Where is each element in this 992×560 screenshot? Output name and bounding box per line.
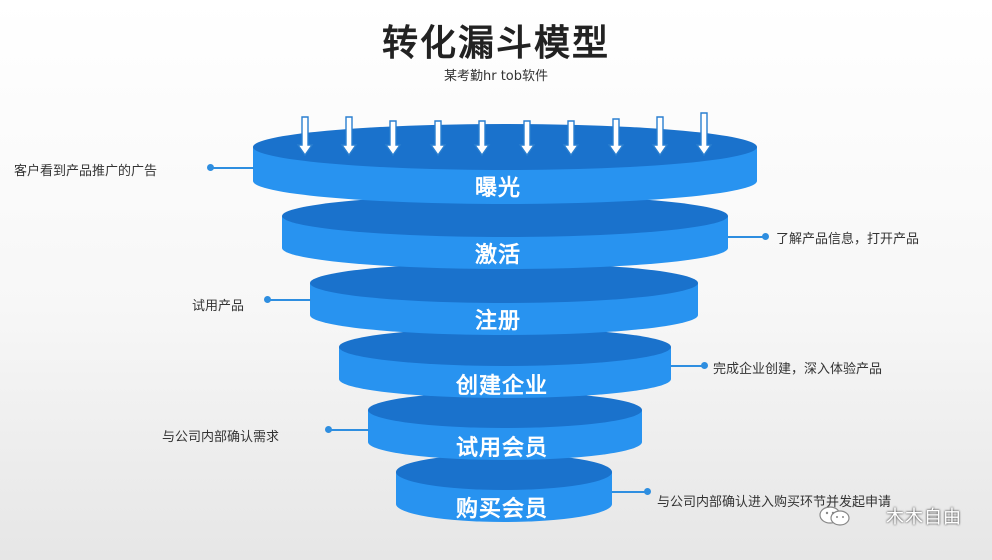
down-arrow-icon xyxy=(518,120,536,157)
down-arrow-icon xyxy=(429,120,447,157)
funnel-disk-1 xyxy=(253,124,757,204)
funnel-disk-2 xyxy=(282,195,728,269)
stage-label-2: 激活 xyxy=(474,243,521,268)
stage-label-1: 曝光 xyxy=(474,176,521,201)
annotation-stage-2: 了解产品信息，打开产品 xyxy=(776,232,920,247)
annotation-stage-1: 客户看到产品推广的广告 xyxy=(14,164,158,179)
annotation-stage-5: 与公司内部确认需求 xyxy=(162,430,280,445)
diagram-title: 转化漏斗模型 xyxy=(381,23,610,64)
funnel-disk-3 xyxy=(310,263,698,335)
down-arrow-icon xyxy=(651,116,669,157)
stage-label-3: 注册 xyxy=(474,309,521,334)
annotation-stage-4: 完成企业创建，深入体验产品 xyxy=(713,362,883,377)
connector-dot xyxy=(644,488,651,495)
diagram-subtitle: 某考勤hr tob软件 xyxy=(443,69,549,84)
down-arrow-icon xyxy=(296,116,314,157)
connector-line xyxy=(671,365,703,367)
annotation-stage-3: 试用产品 xyxy=(192,299,245,314)
connector-line xyxy=(728,236,764,238)
stage-label-4: 创建企业 xyxy=(455,374,548,399)
down-arrow-icon xyxy=(607,118,625,157)
stage-label-6: 购买会员 xyxy=(455,497,548,522)
down-arrow-icon xyxy=(473,120,491,157)
down-arrow-icon xyxy=(695,112,713,157)
funnel-disk-5 xyxy=(368,392,642,460)
connector-dot xyxy=(701,362,708,369)
connector-dot xyxy=(762,233,769,240)
connector-line xyxy=(612,491,646,493)
down-arrow-icon xyxy=(340,116,358,157)
connector-line xyxy=(267,299,311,301)
connector-line xyxy=(328,429,369,431)
funnel-disk-6 xyxy=(396,454,612,522)
stage-label-5: 试用会员 xyxy=(455,436,548,461)
down-arrow-icon xyxy=(384,120,402,157)
wechat-icon xyxy=(819,506,850,526)
annotation-stage-6: 与公司内部确认进入购买环节并发起申请 xyxy=(657,495,892,510)
down-arrow-icon xyxy=(562,120,580,157)
watermark-text: 木木自由 xyxy=(886,507,962,528)
input-arrows xyxy=(296,112,713,157)
funnel-disk-4 xyxy=(339,328,671,398)
connector-line xyxy=(210,167,254,169)
